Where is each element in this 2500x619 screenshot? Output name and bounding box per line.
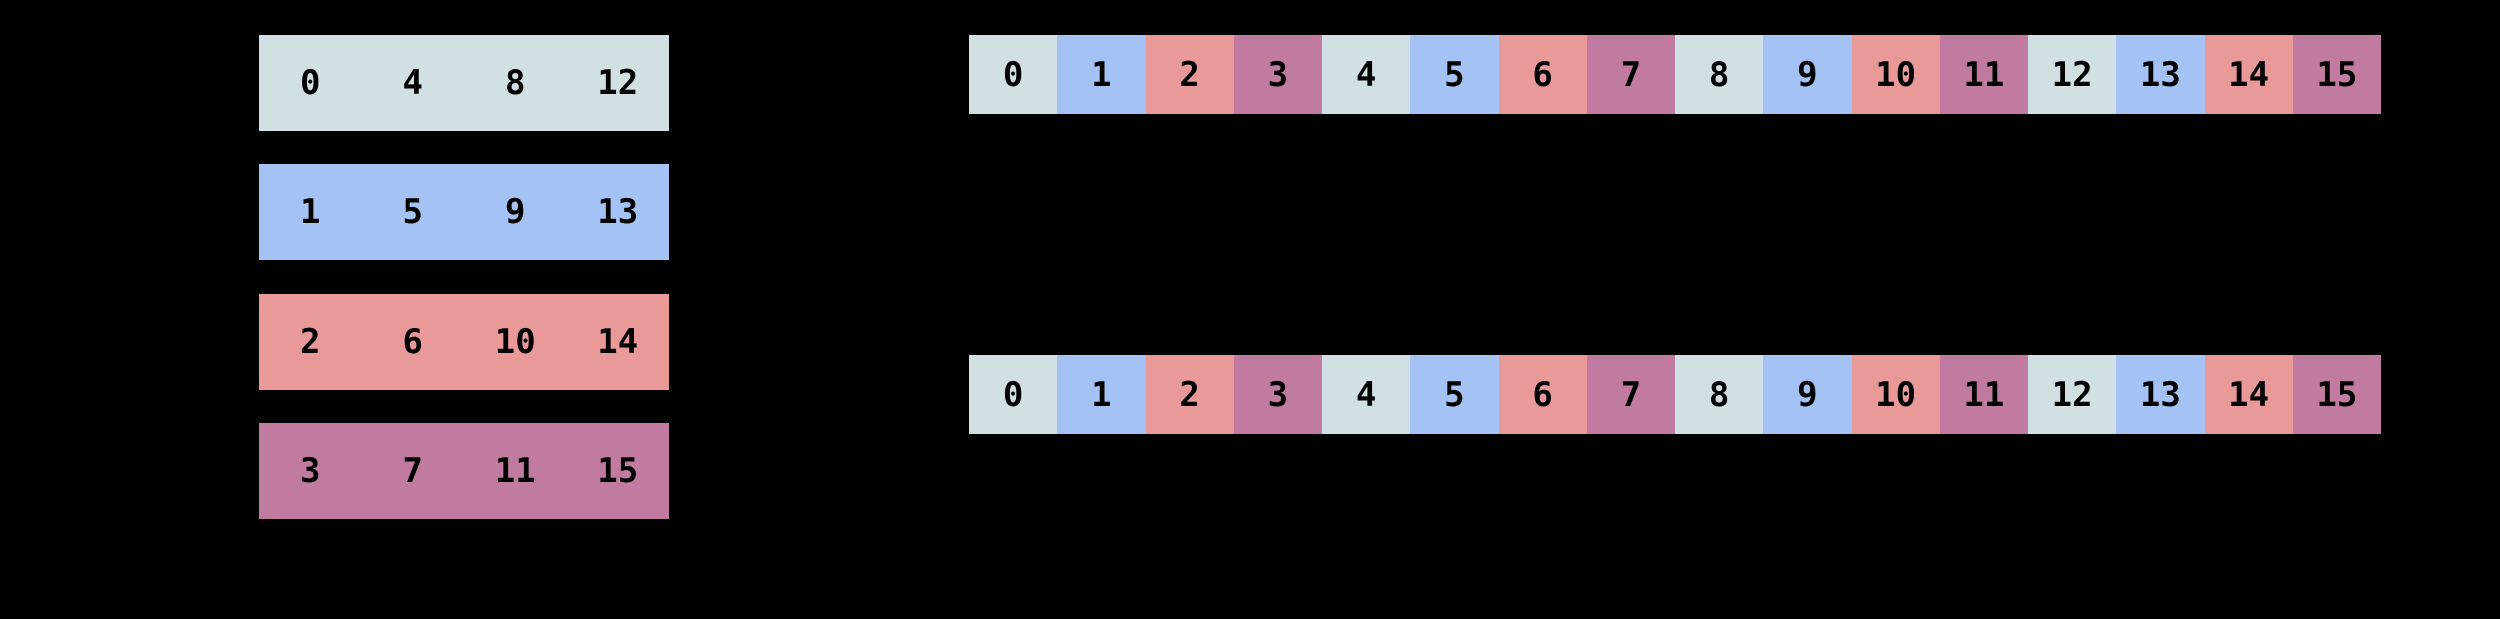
- memory-cell-value: 11: [1939, 35, 2028, 114]
- memory-cell-value: 8: [1675, 35, 1764, 114]
- matrix-row: 2 6 10 14: [259, 294, 669, 390]
- memory-cell-value: 14: [2204, 35, 2293, 114]
- memory-cell-value: 4: [1322, 355, 1411, 434]
- memory-cell-value: 9: [1763, 35, 1852, 114]
- memory-cell-value: 9: [1763, 355, 1852, 434]
- memory-cell-value: 10: [1851, 355, 1940, 434]
- memory-cell-value: 3: [1233, 355, 1322, 434]
- memory-cell-value: 7: [1586, 35, 1675, 114]
- memory-cell-value: 11: [1939, 355, 2028, 434]
- matrix-cell-value: 1: [300, 192, 321, 232]
- memory-cell-value: 5: [1410, 355, 1499, 434]
- memory-cell-value: 4: [1322, 35, 1411, 114]
- memory-cell-value: 7: [1586, 355, 1675, 434]
- memory-cell-value: 3: [1233, 35, 1322, 114]
- memory-cell-value: 12: [2028, 35, 2117, 114]
- matrix-cell-value: 10: [494, 322, 536, 362]
- memory-cell-value: 10: [1851, 35, 1940, 114]
- memory-cell-value: 0: [969, 355, 1058, 434]
- matrix-row: 3 7 11 15: [259, 423, 669, 519]
- memory-cell-value: 2: [1145, 355, 1234, 434]
- memory-cell-value: 8: [1675, 355, 1764, 434]
- memory-cell-value: 1: [1057, 355, 1146, 434]
- matrix-row: 0 4 8 12: [259, 35, 669, 131]
- matrix-cell-value: 13: [597, 192, 639, 232]
- matrix-row: 1 5 9 13: [259, 164, 669, 260]
- matrix-cell-value: 8: [505, 63, 526, 103]
- matrix-cell-value: 9: [505, 192, 526, 232]
- memory-cell-value: 5: [1410, 35, 1499, 114]
- memory-cell-value: 15: [2292, 35, 2381, 114]
- matrix-cell-value: 4: [402, 63, 423, 103]
- matrix-cell-value: 12: [597, 63, 639, 103]
- matrix-cell-value: 7: [402, 451, 423, 491]
- memory-cell-value: 6: [1498, 355, 1587, 434]
- memory-cell-value: 1: [1057, 35, 1146, 114]
- memory-cell-value: 6: [1498, 35, 1587, 114]
- matrix-cell-value: 15: [597, 451, 639, 491]
- memory-cell-value: 15: [2292, 355, 2381, 434]
- matrix-cell-value: 0: [300, 63, 321, 103]
- matrix-cell-value: 14: [597, 322, 639, 362]
- matrix-cell-value: 3: [300, 451, 321, 491]
- memory-cell-value: 13: [2116, 35, 2205, 114]
- matrix-cell-value: 2: [300, 322, 321, 362]
- matrix-cell-value: 5: [402, 192, 423, 232]
- memory-cell-value: 2: [1145, 35, 1234, 114]
- matrix-cell-value: 6: [402, 322, 423, 362]
- memory-cell-value: 12: [2028, 355, 2117, 434]
- memory-cell-value: 0: [969, 35, 1058, 114]
- memory-cell-value: 13: [2116, 355, 2205, 434]
- memory-cell-value: 14: [2204, 355, 2293, 434]
- matrix-cell-value: 11: [494, 451, 536, 491]
